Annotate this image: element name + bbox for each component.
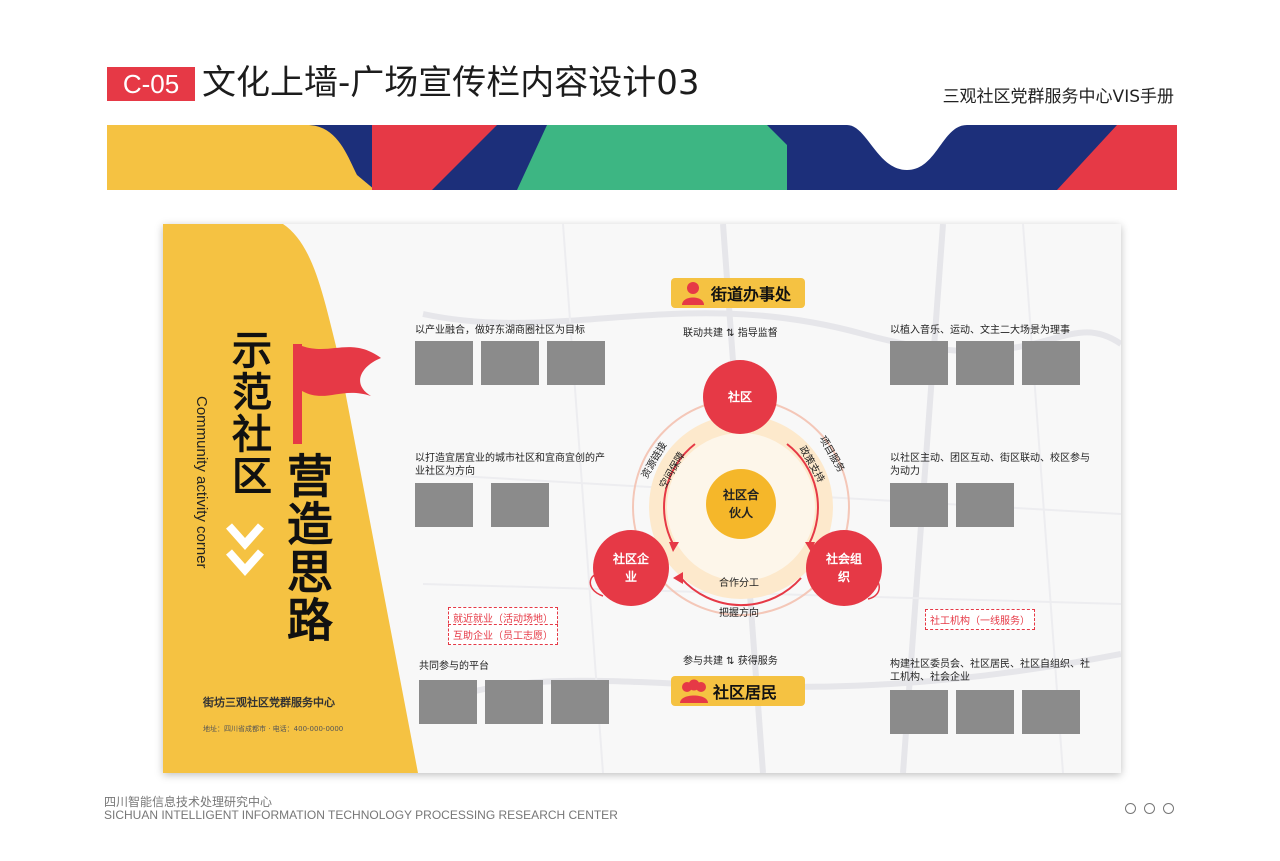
photo-placeholder	[890, 341, 948, 385]
person-icon	[682, 282, 704, 305]
footer-org-cn: 四川智能信息技术处理研究中心	[104, 795, 273, 809]
photo-placeholder	[956, 690, 1014, 734]
bulletin-board: 示范社区 营造思路 Community activity corner 街坊三观…	[163, 224, 1121, 773]
photo-placeholder	[481, 341, 539, 385]
double-chevron-down-icon	[226, 523, 264, 577]
bubble-street-office: 街道办事处	[671, 278, 805, 308]
tag-right: 社工机构（一线服务）	[925, 609, 1035, 630]
photo-placeholder	[1022, 690, 1080, 734]
caption-top-right: 以植入音乐、运动、文主二大场景为理事	[890, 325, 1070, 336]
arc-label: 把握方向	[719, 608, 759, 619]
page-dot-icon	[1163, 803, 1174, 814]
group-icon	[680, 679, 708, 703]
page-dot-icon	[1144, 803, 1155, 814]
color-banner	[107, 125, 1177, 190]
caption-bottom-right: 构建社区委员会、社区居民、社区自组织、社工机构、社会企业	[890, 659, 1090, 683]
manual-title: 三观社区党群服务中心VIS手册	[942, 87, 1174, 107]
page-dot-icon	[1125, 803, 1136, 814]
tag-left-1: 就近就业（活动场地）	[448, 607, 558, 628]
photo-placeholder	[485, 680, 543, 724]
photo-placeholder	[547, 341, 605, 385]
board-footer-line: 街坊三观社区党群服务中心	[203, 696, 335, 709]
bubble-street-office-label: 街道办事处	[711, 285, 792, 304]
red-flag-icon	[293, 344, 381, 444]
section-code-badge: C-05	[107, 67, 195, 101]
photo-placeholder	[956, 341, 1014, 385]
photo-placeholder	[890, 483, 948, 527]
photo-placeholder	[551, 680, 609, 724]
headline-build-ideas: 营造思路	[280, 452, 334, 644]
caption-top-left: 以产业融合，做好东湖商圈社区为目标	[415, 325, 585, 336]
arc-label: 合作分工	[719, 578, 759, 589]
node-social-organization: 社会组织	[806, 530, 882, 606]
bubble-residents: 社区居民	[671, 676, 805, 706]
photo-placeholder	[890, 690, 948, 734]
photo-placeholder	[1022, 341, 1080, 385]
headline-demo-community: 示范社区	[225, 329, 271, 497]
photo-placeholder	[956, 483, 1014, 527]
photo-placeholder	[419, 680, 477, 724]
caption-middle-right: 以社区主动、团区互动、街区联动、校区参与为动力	[890, 453, 1090, 477]
yellow-side-panel	[163, 224, 418, 773]
english-subtitle: Community activity corner	[193, 396, 210, 569]
bubble-residents-label: 社区居民	[713, 683, 778, 702]
photo-placeholder	[491, 483, 549, 527]
node-community-enterprise: 社区企业	[593, 530, 669, 606]
page-title: 文化上墙-广场宣传栏内容设计03	[202, 63, 700, 103]
top-link-text: 联动共建 ⇅ 指导监督	[683, 328, 778, 339]
board-footer-small: 地址：四川省成都市 · 电话：400-000-0000	[203, 725, 344, 733]
photo-placeholder	[415, 483, 473, 527]
footer-org-en: SICHUAN INTELLIGENT INFORMATION TECHNOLO…	[104, 808, 618, 822]
tag-left-2: 互助企业（员工志愿）	[448, 624, 558, 645]
photo-placeholder	[415, 341, 473, 385]
node-community: 社区	[703, 360, 777, 434]
caption-bottom-left: 共同参与的平台	[419, 661, 489, 672]
node-community-partner: 社区合伙人	[706, 469, 776, 539]
caption-middle-left: 以打造宜居宜业的城市社区和宜商宜创的产业社区为方向	[415, 453, 605, 477]
bottom-link-text: 参与共建 ⇅ 获得服务	[683, 656, 778, 667]
